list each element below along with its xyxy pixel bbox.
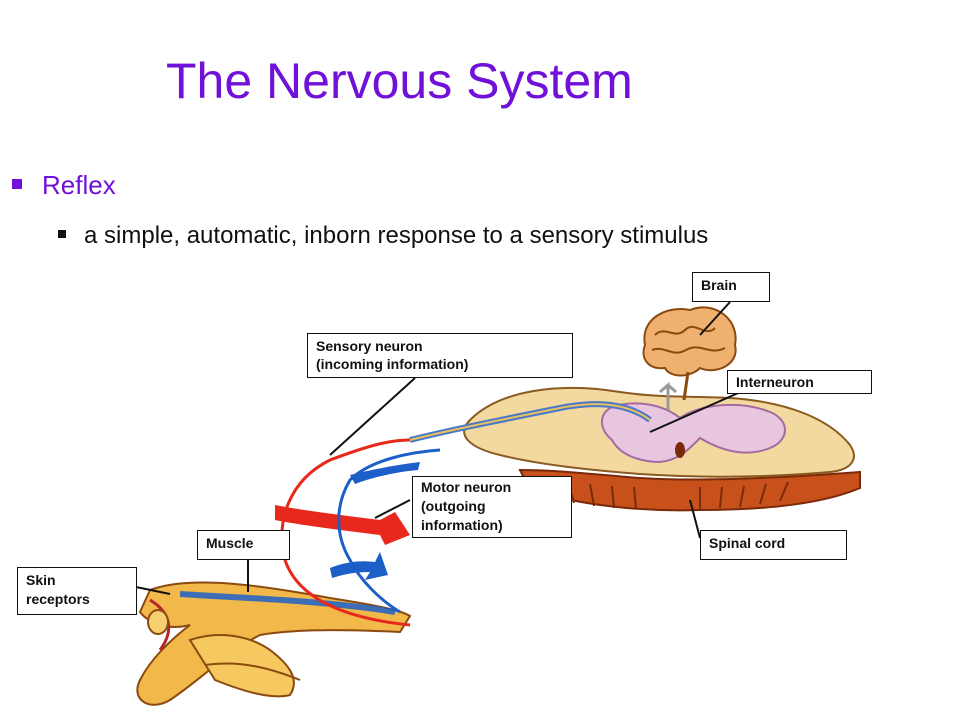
label-interneuron: Interneuron — [727, 370, 872, 394]
motor-arrow-upper-icon — [350, 462, 420, 484]
label-brain: Brain — [692, 272, 770, 302]
label-skin-line-2: receptors — [26, 591, 90, 607]
bullet-reflex: Reflex — [12, 170, 116, 201]
motor-neuron-path — [337, 448, 441, 614]
leader-lines — [135, 301, 746, 595]
label-sensory-line-2: (incoming information) — [316, 356, 469, 372]
sub-bullet-text: a simple, automatic, inborn response to … — [84, 222, 709, 249]
square-bullet-icon — [12, 179, 22, 190]
label-muscle: Muscle — [197, 530, 290, 560]
label-sensory-neuron: Sensory neuron (incoming information) — [307, 333, 573, 378]
label-spinal-cord: Spinal cord — [700, 530, 847, 560]
sub-bullet-definition: a simple, automatic, inborn response to … — [58, 222, 708, 250]
slide-title: The Nervous System — [166, 53, 633, 109]
sensory-arrow-icon — [275, 505, 410, 545]
motor-arrow-lower-icon — [330, 552, 388, 580]
label-skin-line-1: Skin — [26, 572, 56, 588]
bullet-text: Reflex — [42, 170, 116, 200]
square-bullet-icon — [58, 229, 66, 238]
label-motor-line-1: Motor neuron — [421, 479, 512, 495]
label-motor-line-3: information) — [421, 517, 503, 533]
label-skin-receptors: Skin receptors — [17, 567, 137, 615]
label-sensory-line-1: Sensory neuron — [316, 338, 423, 354]
hand-illustration — [136, 581, 412, 706]
label-motor-neuron: Motor neuron (outgoing information) — [412, 476, 572, 538]
label-motor-line-2: (outgoing — [421, 498, 486, 514]
brain-illustration — [642, 306, 737, 410]
